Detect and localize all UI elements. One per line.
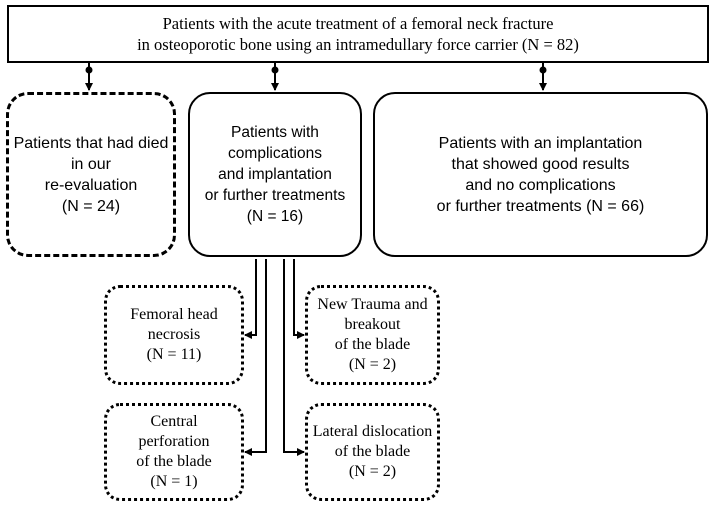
connector-to-trauma <box>293 259 305 339</box>
box-text-line: (N = 16) <box>246 208 304 225</box>
box-text-line: in osteoporotic bone using an intramedul… <box>137 35 579 54</box>
box-text-line: Patients with <box>231 124 319 141</box>
died-patients-box: Patients that had died in our re-evaluat… <box>6 92 176 257</box>
new-trauma-breakout-box: New Trauma and breakout of the blade (N … <box>305 285 440 385</box>
connector-to-perforation <box>244 259 267 456</box>
lateral-dislocation-box: Lateral dislocation of the blade (N = 2) <box>305 403 440 501</box>
box-text-line: and no complications <box>465 176 616 194</box>
box-text-line: (N = 24) <box>61 197 121 215</box>
box-text-line: (N = 1) <box>150 473 198 490</box>
box-text-line: Central <box>150 413 198 430</box>
box-text-line: and implantation <box>218 166 332 183</box>
box-text-line: of the blade <box>334 336 411 353</box>
box-text-line: (N = 2) <box>348 356 397 373</box>
connector-top-to-complications <box>271 63 279 91</box>
connector-top-to-good <box>539 63 547 91</box>
box-text-line: in our <box>70 155 112 173</box>
total-patients-box: Patients with the acute treatment of a f… <box>7 5 709 63</box>
box-text-line: re-evaluation <box>44 176 138 194</box>
box-text-line: that showed good results <box>451 155 630 173</box>
box-text-line: Patients that had died <box>13 134 169 152</box>
box-text-line: perforation <box>138 433 210 450</box>
box-text-line: or further treatments <box>204 187 346 204</box>
box-text-line: of the blade <box>136 453 212 470</box>
box-text-line: breakout <box>344 316 401 333</box>
connector-to-dislocation <box>283 259 305 456</box>
connector-to-necrosis <box>244 259 257 339</box>
connector-top-to-died <box>85 63 93 91</box>
box-text-line: Patients with the acute treatment of a f… <box>162 14 554 33</box>
femoral-head-necrosis-box: Femoral head necrosis (N = 11) <box>104 285 244 385</box>
box-text-line: of the blade <box>334 443 411 460</box>
box-text-line: Femoral head <box>130 306 218 323</box>
box-text-line: (N = 2) <box>348 463 397 480</box>
box-text-line: (N = 11) <box>146 346 202 363</box>
box-text-line: necrosis <box>147 326 201 343</box>
complications-patients-box: Patients with complications and implanta… <box>188 92 362 257</box>
box-text-line: Patients with an implantation <box>438 134 643 152</box>
box-text-line: Lateral dislocation <box>312 423 433 440</box>
box-text-line: complications <box>228 145 322 162</box>
central-perforation-box: Central perforation of the blade (N = 1) <box>104 403 244 501</box>
box-text-line: New Trauma and <box>317 296 428 313</box>
good-results-patients-box: Patients with an implantation that showe… <box>373 92 708 257</box>
box-text-line: or further treatments (N = 66) <box>436 197 645 215</box>
